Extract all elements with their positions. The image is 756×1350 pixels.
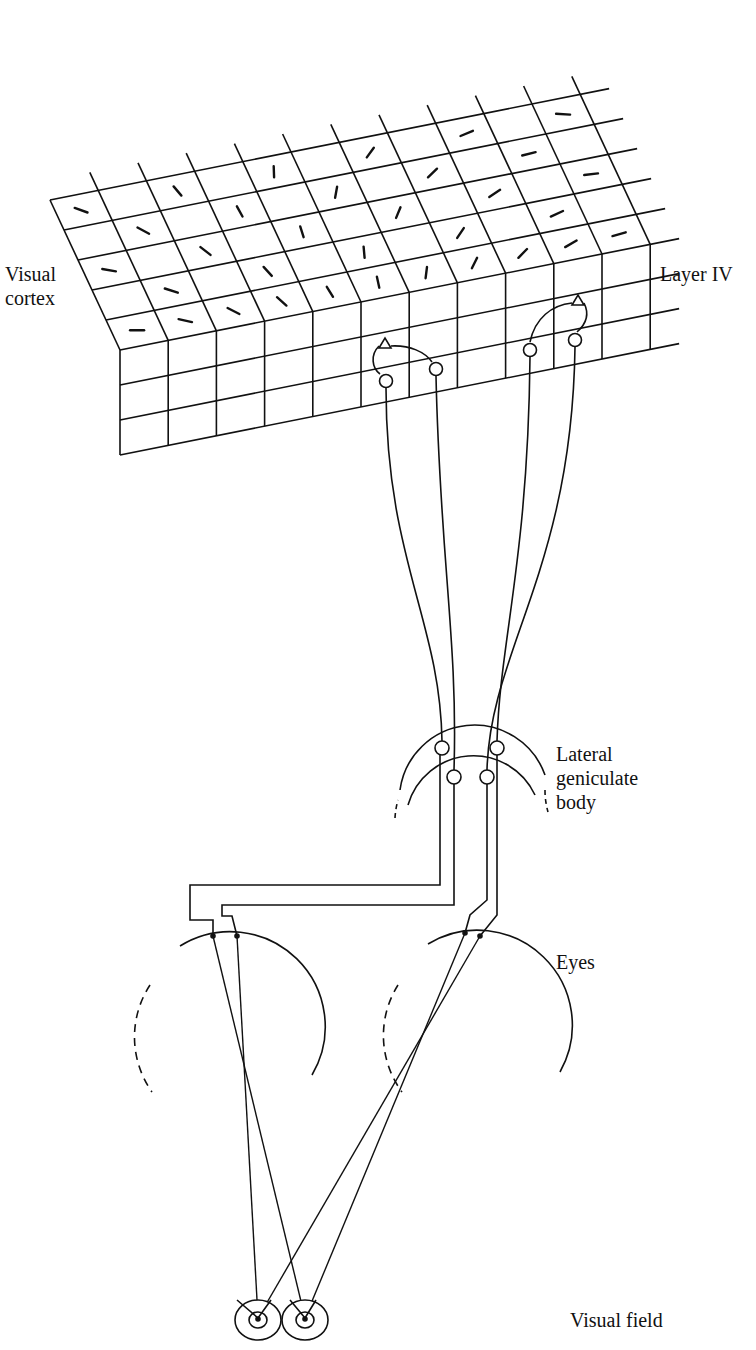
stroke <box>78 149 637 260</box>
stroke <box>264 321 266 426</box>
stroke <box>273 166 276 177</box>
stroke <box>228 308 240 314</box>
stroke <box>601 254 603 359</box>
stroke <box>130 329 144 331</box>
stroke <box>64 119 623 230</box>
stroke <box>457 228 464 238</box>
stroke <box>174 186 182 195</box>
orientation-marks <box>75 114 626 330</box>
lateral-geniculate <box>395 725 548 818</box>
stroke <box>179 319 192 322</box>
stroke <box>234 144 312 312</box>
cortical-neurons <box>373 295 587 388</box>
stroke <box>335 187 337 198</box>
stroke <box>331 124 409 292</box>
stroke <box>427 105 505 273</box>
organ-label: Eyes <box>556 950 676 974</box>
stroke <box>186 153 264 321</box>
stroke <box>367 148 374 158</box>
stroke <box>165 289 178 293</box>
stroke <box>237 206 243 216</box>
stroke <box>167 340 169 445</box>
stroke <box>472 258 477 268</box>
stroke <box>120 309 679 420</box>
stroke <box>50 200 120 350</box>
stroke <box>201 247 211 255</box>
structure-label-text: Lateral geniculate body <box>556 743 638 813</box>
stroke <box>277 297 286 305</box>
optic-fibers <box>190 755 497 936</box>
stroke <box>75 208 88 213</box>
geniculocortical-fibers <box>386 347 575 770</box>
stroke <box>565 241 576 248</box>
stroke <box>120 344 679 455</box>
layer-label-text: Layer IV <box>660 263 733 285</box>
region-label: Visual cortex <box>5 262 67 310</box>
stroke <box>396 207 400 218</box>
stroke <box>360 302 362 407</box>
stroke <box>364 247 365 258</box>
stroke <box>522 152 535 155</box>
stroke <box>120 239 679 350</box>
stroke <box>138 228 150 234</box>
structure-label: Lateral geniculate body <box>556 742 656 814</box>
stroke <box>475 96 553 264</box>
cortex-block <box>50 76 679 455</box>
stroke <box>216 331 218 436</box>
organ-label-text: Eyes <box>556 951 595 973</box>
stroke <box>300 226 303 237</box>
stroke <box>327 287 333 297</box>
stroke <box>584 173 598 175</box>
stroke <box>50 89 609 200</box>
stroke <box>283 134 361 302</box>
stroke <box>518 249 527 258</box>
stroke <box>613 232 626 236</box>
stroke <box>90 172 168 340</box>
region-label-text: Visual cortex <box>5 263 56 309</box>
stroke <box>524 86 602 254</box>
stroke <box>379 115 457 283</box>
stroke <box>461 131 473 136</box>
stroke <box>428 169 437 178</box>
stroke <box>489 190 500 197</box>
stroke <box>408 292 410 397</box>
stroke <box>138 163 216 331</box>
stroke <box>264 267 272 276</box>
stroke <box>312 312 314 417</box>
field-label: Visual field <box>570 1308 720 1332</box>
stroke <box>457 283 459 388</box>
light-rays <box>213 933 480 1318</box>
stroke <box>92 179 651 290</box>
stroke <box>556 113 570 116</box>
stroke <box>106 209 665 320</box>
stroke <box>505 273 507 378</box>
eyes <box>134 930 572 1092</box>
stroke <box>119 350 121 455</box>
stroke <box>572 76 650 244</box>
stroke <box>551 211 563 217</box>
stroke <box>102 269 116 271</box>
stroke <box>649 244 651 349</box>
layer-label: Layer IV <box>660 262 750 286</box>
field-label-text: Visual field <box>570 1309 663 1331</box>
stroke <box>377 277 379 288</box>
visual-field-targets <box>235 1300 328 1340</box>
stroke <box>426 267 427 278</box>
stroke <box>553 264 555 369</box>
stroke <box>120 274 679 385</box>
